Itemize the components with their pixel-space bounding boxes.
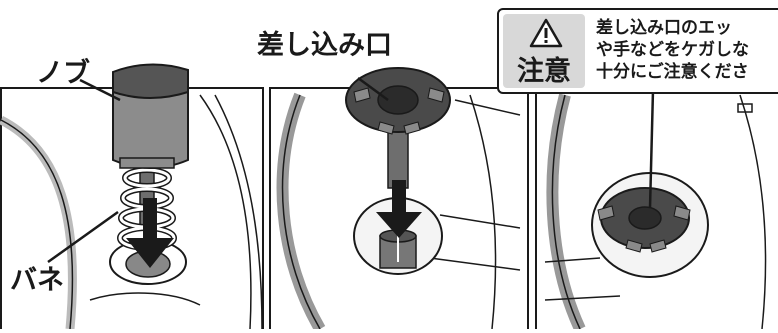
caution-line: 差し込み口のエッ	[596, 18, 732, 38]
spring-label: バネ	[10, 265, 64, 296]
caution-line: や手などをケガしな	[596, 40, 749, 60]
caution-line: 十分にご注意くださ	[596, 62, 749, 82]
insertion-port-label: 差し込み口	[257, 30, 392, 61]
caution-box: 注意 差し込み口のエッ や手などをケガしな 十分にご注意くださ	[497, 8, 778, 94]
insertion-port-part	[345, 67, 451, 189]
caution-header: 注意	[503, 14, 585, 88]
panel-3-assembled	[535, 87, 778, 333]
panel-1-knob-spring	[0, 63, 264, 333]
down-arrow-icon	[126, 198, 174, 268]
knob-label: ノブ	[36, 58, 90, 89]
warning-triangle-icon	[529, 18, 563, 48]
panel-2-insertion-port	[269, 67, 529, 333]
down-arrow-icon	[376, 180, 422, 238]
caution-message: 差し込み口のエッ や手などをケガしな 十分にご注意くださ	[596, 17, 749, 83]
knob-part	[112, 63, 189, 169]
caution-title: 注意	[517, 56, 571, 87]
insertion-port-part	[597, 187, 691, 253]
